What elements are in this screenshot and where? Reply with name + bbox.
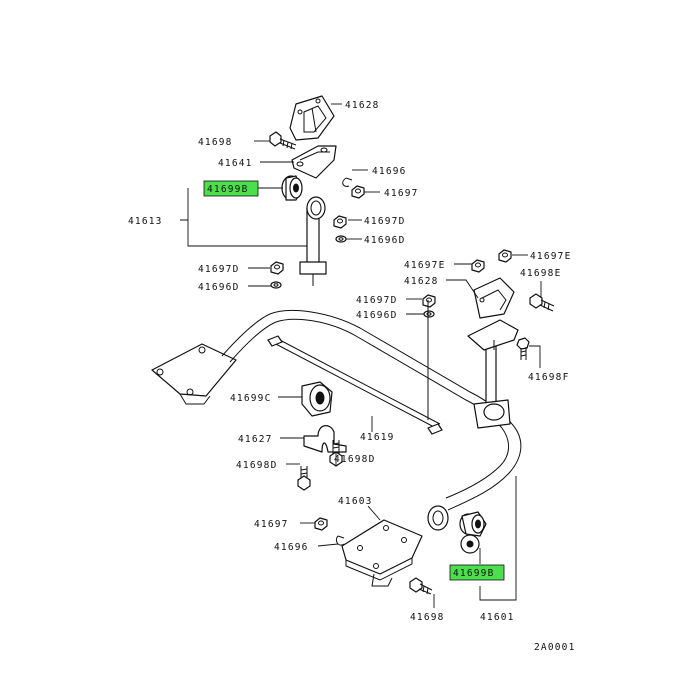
highlight-41699b-bottom xyxy=(449,564,505,581)
crossmember-41619 xyxy=(267,300,443,435)
clip-41696-bottom xyxy=(335,535,345,546)
label-41696-bottom: 41696 xyxy=(274,542,309,553)
bracket-41603 xyxy=(341,519,423,587)
label-41696d-upper: 41696D xyxy=(364,235,406,246)
label-41603: 41603 xyxy=(338,496,373,507)
bushing-41699b-bottom xyxy=(459,511,487,537)
label-41697d-upper: 41697D xyxy=(364,216,406,227)
part-labels: 41628 41698 41641 41696 41697 41699B 416… xyxy=(128,100,576,653)
clip-41696-top xyxy=(342,177,353,187)
bolt-41698f xyxy=(516,337,530,360)
bracket-41628-right xyxy=(467,277,519,351)
label-41628-top: 41628 xyxy=(345,100,380,111)
label-41697-top: 41697 xyxy=(384,188,419,199)
nut-41697e-left xyxy=(471,259,485,273)
nut-41697d-left xyxy=(270,261,284,275)
stabilizer-link-41613 xyxy=(299,196,327,286)
label-41698f: 41698F xyxy=(528,372,570,383)
label-41696-top: 41696 xyxy=(372,166,407,177)
bolt-41698e xyxy=(529,293,555,312)
label-41699b-bottom[interactable]: 41699B xyxy=(453,568,495,579)
label-41697d-left: 41697D xyxy=(198,264,240,275)
label-41698-bottom: 41698 xyxy=(410,612,445,623)
nut-41697-top xyxy=(351,185,365,199)
label-41641: 41641 xyxy=(218,158,253,169)
label-41698e: 41698E xyxy=(520,268,562,279)
label-41627: 41627 xyxy=(238,434,273,445)
bolt-41698-top xyxy=(269,131,297,150)
label-41619: 41619 xyxy=(360,432,395,443)
nut-41697e-right xyxy=(498,249,512,263)
clamp-41627 xyxy=(303,425,347,453)
label-41697d-mid: 41697D xyxy=(356,295,398,306)
nut-41697-bottom xyxy=(314,517,328,531)
washer-41696d-upper xyxy=(335,235,347,243)
label-41697e-left: 41697E xyxy=(404,260,446,271)
label-41601: 41601 xyxy=(480,612,515,623)
label-41697e-right: 41697E xyxy=(530,251,572,262)
label-41699c: 41699C xyxy=(230,393,272,404)
nut-41697d-upper xyxy=(333,215,347,229)
label-41697-bottom: 41697 xyxy=(254,519,289,530)
washer-41696d-left xyxy=(270,281,282,289)
bushing-41699b-top xyxy=(281,175,303,201)
reference-code: 2A0001 xyxy=(534,642,576,653)
label-41699b-top[interactable]: 41699B xyxy=(207,184,249,195)
washer-41696d-mid xyxy=(423,310,435,318)
label-41696d-mid: 41696D xyxy=(356,310,398,321)
highlight-41699b-top xyxy=(203,180,259,197)
bracket-41628-top xyxy=(289,95,335,141)
stabilizer-bar-41601 xyxy=(151,309,522,531)
bushing-41699c xyxy=(301,381,333,417)
label-41613: 41613 xyxy=(128,216,163,227)
label-41628-right: 41628 xyxy=(404,276,439,287)
label-41698-top: 41698 xyxy=(198,137,233,148)
bolt-41698d-left xyxy=(297,466,311,491)
bushing-41699b-bottom-2 xyxy=(460,534,480,554)
bolt-41698-bottom xyxy=(409,577,433,595)
bracket-41641 xyxy=(291,145,337,179)
label-41696d-left: 41696D xyxy=(198,282,240,293)
nut-41697d-mid xyxy=(422,294,436,308)
leader-lines xyxy=(180,103,542,608)
label-41698d-right: 41698D xyxy=(334,454,376,465)
label-41698d-left: 41698D xyxy=(236,460,278,471)
